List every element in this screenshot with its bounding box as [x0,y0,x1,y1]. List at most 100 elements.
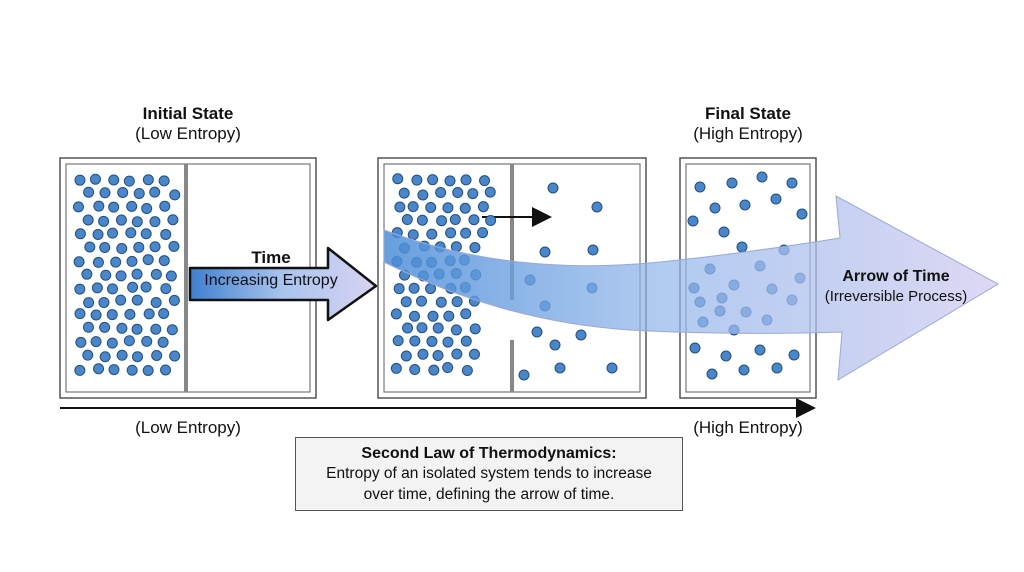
particle [157,336,169,348]
particle [150,268,162,280]
particle [427,174,439,186]
particle [93,200,105,212]
particle [158,175,170,187]
particle [74,308,86,320]
final-state-label: Final State (High Entropy) [668,104,828,143]
time-arrow-subtitle: Increasing Entropy [204,272,338,289]
particle [694,181,706,193]
particle [166,324,178,336]
particle [92,256,104,268]
particle [82,321,94,333]
particle [484,186,496,198]
particle [127,281,139,293]
particle [587,244,599,256]
particle [469,323,481,335]
particle [73,256,85,268]
particle [398,187,410,199]
particle [116,349,128,361]
particle [123,175,135,187]
particle [409,364,421,376]
particle [107,283,119,295]
final-state-subtitle: (High Entropy) [693,123,803,143]
particle [169,189,181,201]
particle [444,175,456,187]
particle [131,216,143,228]
particle [460,308,472,320]
particle [99,187,111,199]
particle [479,175,491,187]
timeline-left-label: (Low Entropy) [135,418,241,437]
particle [477,201,489,213]
particle [117,186,129,198]
particle [131,268,143,280]
particle [159,200,171,212]
particle [150,323,162,335]
particle [408,282,420,294]
particle [591,201,603,213]
particle [738,364,750,376]
particle [689,342,701,354]
particle [149,241,161,253]
particle [400,350,412,362]
particle [142,364,154,376]
particle [93,363,105,375]
particle [99,351,111,363]
particle [141,335,153,347]
particle [436,215,448,227]
particle [143,308,155,320]
particle [425,201,437,213]
initial-particles [72,173,181,376]
particle [82,349,94,361]
particle [124,308,136,320]
particle [115,214,127,226]
particle [718,226,730,238]
particle [428,364,440,376]
arrow-of-time-title: Arrow of Time [842,268,950,285]
particle [83,186,95,198]
particle [133,187,145,199]
particle [432,322,444,334]
particle [74,283,86,295]
particle [99,321,111,333]
particle [771,362,783,374]
particle [165,270,177,282]
arrow-of-time-flow [383,195,1000,381]
particle [400,296,412,308]
particle [443,310,455,322]
particle [106,337,118,349]
second-law-title: Second Law of Thermodynamics: [361,445,617,462]
particle [451,348,463,360]
particle [417,348,429,360]
particle [74,228,86,240]
particle [89,173,101,185]
particle [467,188,479,200]
particle [126,255,138,267]
particle [160,228,172,240]
particle [796,208,808,220]
particle [82,214,94,226]
time-arrow [188,246,378,322]
particle [108,174,120,186]
particle [788,349,800,361]
particle [394,201,406,213]
particle [575,329,587,341]
particle [150,296,162,308]
particle [401,214,413,226]
particle [110,256,122,268]
particle [393,283,405,295]
particle [687,215,699,227]
particle [90,309,102,321]
particle [417,189,429,201]
particle [460,227,472,239]
particle [451,296,463,308]
particle [432,349,444,361]
particle [158,308,170,320]
particle [98,296,110,308]
particle [469,241,481,253]
particle [116,243,128,255]
particle [449,213,461,225]
particle [452,187,464,199]
particle [107,227,119,239]
particle [770,193,782,205]
particle [158,255,170,267]
